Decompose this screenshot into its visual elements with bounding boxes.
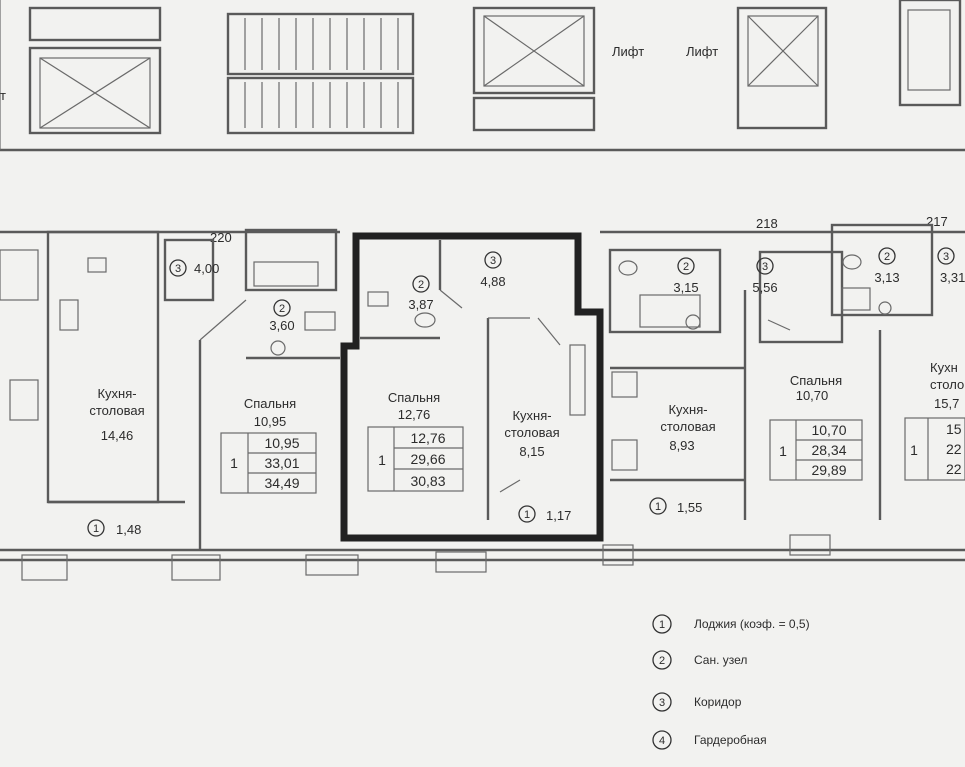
elevator-label-1: Лифт bbox=[612, 44, 644, 59]
unit-right-corridor-code: 3 bbox=[943, 251, 949, 263]
room-code-circle bbox=[169, 259, 187, 277]
unit-fourth-summary bbox=[769, 419, 863, 481]
unit-second-room-count: 1 bbox=[230, 455, 238, 471]
unit-highlighted-corridor-code: 3 bbox=[490, 255, 496, 267]
apartment-number-218: 218 bbox=[756, 216, 778, 231]
room-code-circle bbox=[87, 519, 105, 537]
unit-right-kitchen-area: 15,7 bbox=[934, 396, 959, 411]
unit-fourth-bedroom-area: 10,70 bbox=[796, 388, 829, 403]
unit-highlighted-corridor-area: 4,88 bbox=[480, 274, 505, 289]
unit-second-bedroom-label: Спальня bbox=[244, 396, 296, 411]
unit-left-loggia-area: 1,48 bbox=[116, 522, 141, 537]
unit-right bbox=[830, 223, 965, 520]
unit-highlighted-bath-code: 2 bbox=[418, 279, 424, 291]
unit-fourth-living-area: 10,70 bbox=[811, 422, 846, 438]
legend-code-1: 1 bbox=[659, 619, 665, 631]
unit-highlighted-loggia-code: 1 bbox=[524, 509, 530, 521]
unit-second-total-with-loggia: 34,49 bbox=[264, 475, 299, 491]
unit-highlighted-living-area: 12,76 bbox=[410, 430, 445, 446]
unit-fourth-kitchen-area: 8,93 bbox=[669, 438, 694, 453]
unit-second-summary bbox=[220, 432, 317, 494]
unit-left-corridor-area: 4,00 bbox=[194, 261, 219, 276]
unit-left-corridor-code: 3 bbox=[175, 263, 181, 275]
unit-highlighted-bedroom-label: Спальня bbox=[388, 390, 440, 405]
unit-right-total-area: 22 bbox=[946, 441, 962, 457]
legend-text-4: Гардеробная bbox=[694, 733, 767, 747]
unit-highlighted-room-count: 1 bbox=[378, 452, 386, 468]
stairs bbox=[244, 18, 399, 128]
unit-left-loggia-code: 1 bbox=[93, 523, 99, 535]
room-code-circle bbox=[937, 247, 955, 265]
unit-right-room-count: 1 bbox=[910, 442, 918, 458]
unit-right-corridor-area: 3,31 bbox=[940, 270, 965, 285]
unit-highlighted-total-area: 29,66 bbox=[410, 451, 445, 467]
unit-highlighted-bedroom-area: 12,76 bbox=[398, 407, 431, 422]
legend-code-circle-2 bbox=[652, 650, 672, 670]
unit-right-living-area: 15 bbox=[946, 421, 962, 437]
unit-left bbox=[0, 230, 215, 504]
legend: 1 Лоджия (коэф. = 0,5) 2 Сан. узел 3 Кор… bbox=[652, 614, 810, 750]
unit-highlighted-kitchen-label: Кухня-столовая bbox=[504, 408, 559, 440]
unit-second-bedroom-area: 10,95 bbox=[254, 414, 287, 429]
unit-left-kitchen-label-text: Кухня-столовая bbox=[89, 386, 144, 418]
unit-fourth-bath-area: 3,15 bbox=[673, 280, 698, 295]
legend-code-3: 3 bbox=[659, 697, 665, 709]
legend-text-2: Сан. узел bbox=[694, 653, 747, 667]
legend-code-4: 4 bbox=[659, 735, 665, 747]
unit-fourth-loggia-code: 1 bbox=[655, 501, 661, 513]
unit-right-total-with-loggia: 22 bbox=[946, 461, 962, 477]
room-code-circle bbox=[677, 257, 695, 275]
unit-fourth-kitchen-label: Кухня-столовая bbox=[660, 402, 715, 434]
room-code-circle bbox=[484, 251, 502, 269]
unit-second-living-area: 10,95 bbox=[264, 435, 299, 451]
unit-fourth-room-count: 1 bbox=[779, 443, 787, 459]
unit-fourth-corridor-area: 5,56 bbox=[752, 280, 777, 295]
legend-code-circle-1 bbox=[652, 614, 672, 634]
unit-highlighted-summary bbox=[367, 426, 464, 492]
room-code-circle bbox=[412, 275, 430, 293]
unit-fourth-total-area: 28,34 bbox=[811, 442, 846, 458]
unit-second-total-area: 33,01 bbox=[264, 455, 299, 471]
unit-highlighted-kitchen-area: 8,15 bbox=[519, 444, 544, 459]
legend-code-2: 2 bbox=[659, 655, 665, 667]
unit-fourth-corridor-code: 3 bbox=[762, 261, 768, 273]
apartment-number-220: 220 bbox=[210, 230, 232, 245]
unit-right-bath-code: 2 bbox=[884, 251, 890, 263]
room-code-circle bbox=[878, 247, 896, 265]
unit-second-bath-code: 2 bbox=[279, 303, 285, 315]
building-core bbox=[0, 0, 965, 234]
unit-second-bath-area: 3,60 bbox=[269, 318, 294, 333]
elevator-label-2: Лифт bbox=[686, 44, 718, 59]
unit-highlighted-total-with-loggia: 30,83 bbox=[410, 473, 445, 489]
unit-second bbox=[198, 228, 340, 550]
apartment-number-217: 217 bbox=[926, 214, 948, 229]
unit-highlighted bbox=[340, 232, 604, 542]
unit-left-kitchen-area: 14,46 bbox=[101, 428, 134, 443]
edge-fragment: т bbox=[0, 88, 6, 103]
legend-code-circle-4 bbox=[652, 730, 672, 750]
unit-highlighted-bath-area: 3,87 bbox=[408, 297, 433, 312]
unit-fourth-total-with-loggia: 29,89 bbox=[811, 462, 846, 478]
legend-text-1: Лоджия (коэф. = 0,5) bbox=[694, 617, 810, 631]
unit-fourth-bath-code: 2 bbox=[683, 261, 689, 273]
unit-highlighted-loggia-area: 1,17 bbox=[546, 508, 571, 523]
facade bbox=[0, 534, 965, 581]
room-code-circle bbox=[518, 505, 536, 523]
legend-code-circle-3 bbox=[652, 692, 672, 712]
unit-fourth-loggia-area: 1,55 bbox=[677, 500, 702, 515]
unit-right-bath-area: 3,13 bbox=[874, 270, 899, 285]
room-code-circle bbox=[649, 497, 667, 515]
unit-fourth-bedroom-label: Спальня bbox=[790, 373, 842, 388]
room-code-circle bbox=[273, 299, 291, 317]
room-code-circle bbox=[756, 257, 774, 275]
legend-text-3: Коридор bbox=[694, 695, 742, 709]
